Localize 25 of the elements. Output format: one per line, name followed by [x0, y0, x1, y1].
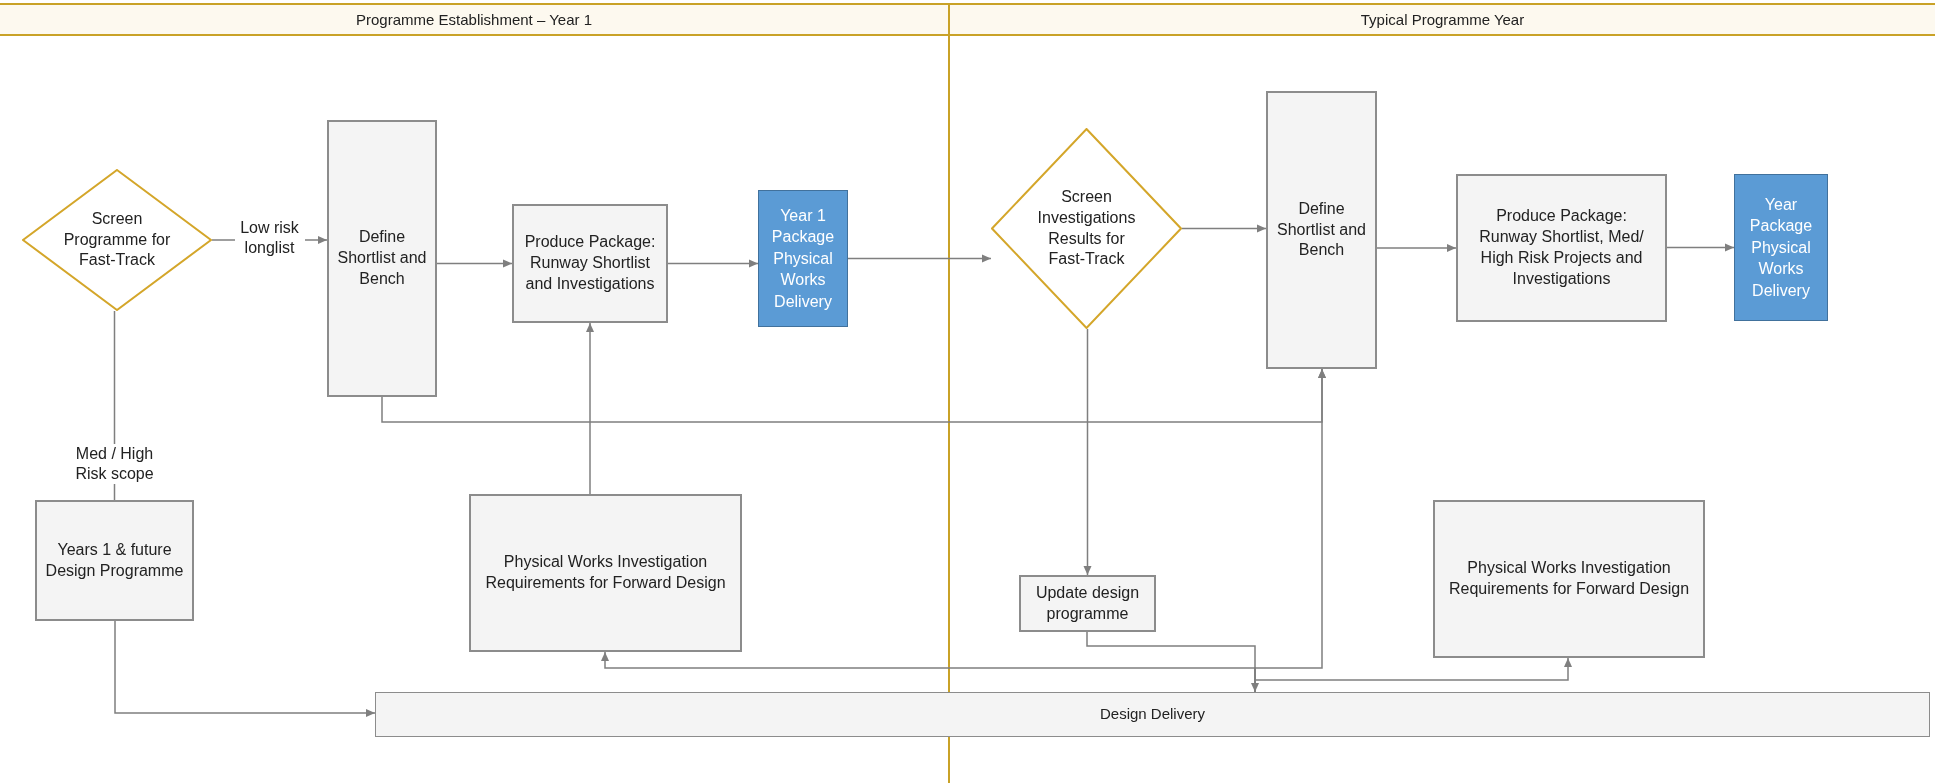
arrow [586, 322, 594, 495]
arrow [436, 259, 513, 268]
process-bar: Design Delivery [375, 692, 1930, 737]
arrow [667, 259, 759, 268]
arrow [847, 254, 992, 263]
process-box: Produce Package: Runway Shortlist, Med/ High Risk Projects and Investigations [1456, 174, 1667, 322]
process-box: Physical Works Investigation Requirements for Forward Design [1433, 500, 1705, 658]
arrow [1181, 224, 1267, 233]
column-header: Programme Establishment – Year 1 [356, 10, 592, 31]
process-box: Year Package Physical Works Delivery [1734, 174, 1828, 321]
process-box: Produce Package: Runway Shortlist and Investigations [512, 204, 668, 323]
arrow [1083, 328, 1092, 576]
process-box: Update design programme [1019, 575, 1156, 632]
process-box: Years 1 & future Design Programme [35, 500, 194, 621]
process-box: Physical Works Investigation Requirements for Forward Design [469, 494, 742, 652]
arrow [1376, 244, 1457, 252]
process-box: Define Shortlist and Bench [1266, 91, 1377, 369]
decision-diamond: Screen Investigations Results for Fast-Track [991, 128, 1182, 329]
arrow [1666, 243, 1735, 252]
decision-diamond: Screen Programme for Fast-Track [22, 169, 212, 311]
process-box: Year 1 Package Physical Works Delivery [758, 190, 848, 327]
edge-label: Low risk longlist [234, 218, 305, 258]
process-box: Define Shortlist and Bench [327, 120, 437, 397]
arrow [114, 620, 376, 717]
column-header: Typical Programme Year [1360, 10, 1525, 31]
